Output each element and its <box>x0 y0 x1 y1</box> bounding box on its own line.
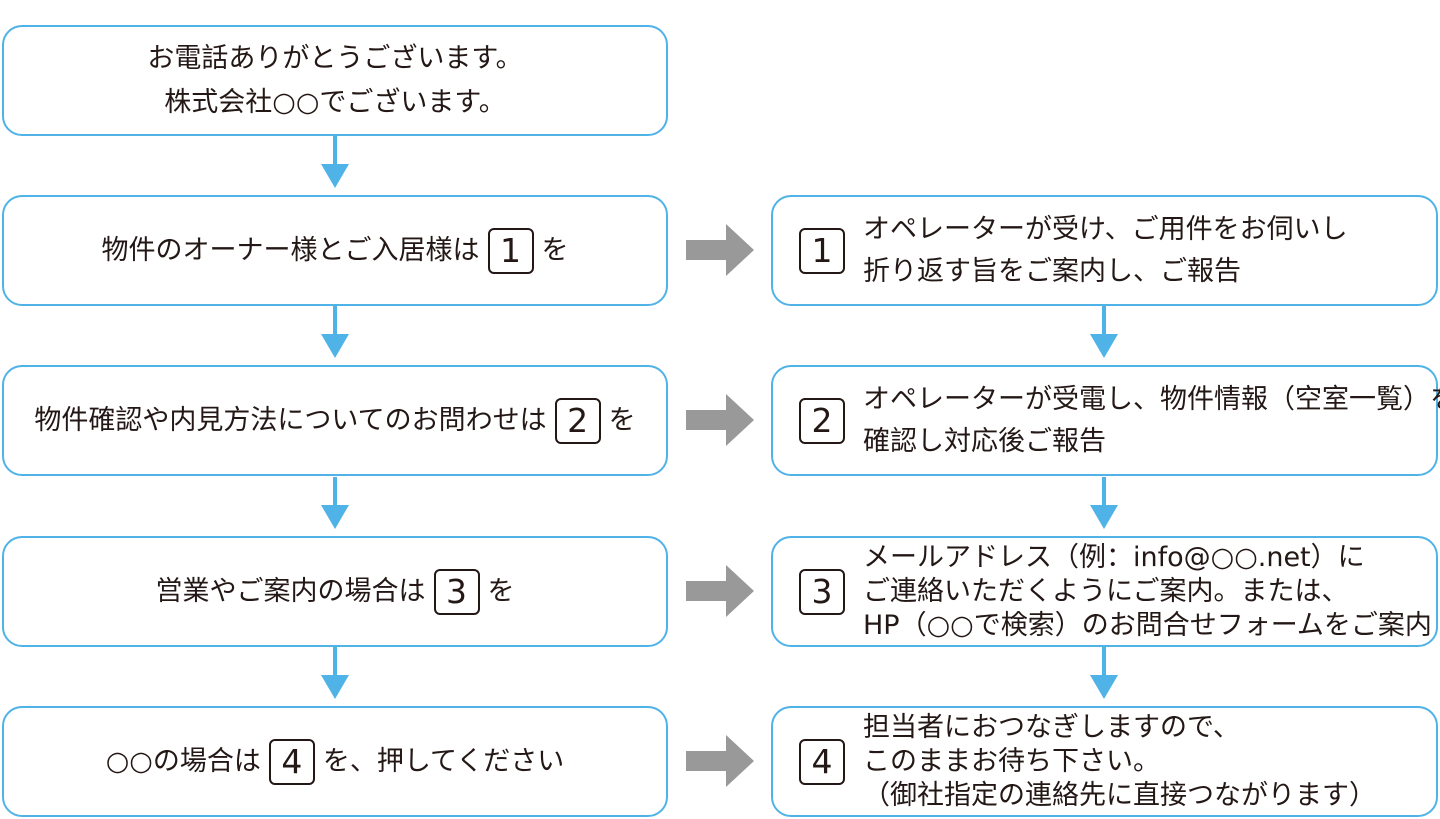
response-1-line-2: 折り返す旨をご案内し、ご報告 <box>863 255 1241 287</box>
response-3-line-2: ご連絡いただくようにご案内。または、 <box>863 575 1349 607</box>
greeting-line-1: お電話ありがとうございます。 <box>147 42 523 74</box>
option-2-prefix: 物件確認や内見方法についてのお問わせは <box>34 404 547 436</box>
option-2-box: 物件確認や内見方法についてのお問わせは 2 を <box>2 365 668 476</box>
option-4-suffix: を、押してください <box>322 745 565 777</box>
option-2-suffix: を <box>608 404 636 436</box>
response-2-badge: 2 <box>799 397 845 444</box>
down-arrow-icon <box>1090 306 1118 358</box>
response-4-text: 担当者におつなぎしますので、 このままお待ち下さい。 （御社指定の連絡先に直接つ… <box>863 711 1376 813</box>
option-4-text: ○○の場合は 4 を、押してください <box>105 738 565 785</box>
response-1-line-1: オペレーターが受け、ご用件をお伺いし <box>863 213 1348 245</box>
response-4-line-2: このままお待ち下さい。 <box>863 745 1160 777</box>
response-4-line-1: 担当者におつなぎしますので、 <box>863 711 1240 743</box>
response-2-box: 2 オペレーターが受電し、物件情報（空室一覧）を 確認し対応後ご報告 <box>771 365 1440 476</box>
response-1-box: 1 オペレーターが受け、ご用件をお伺いし 折り返す旨をご案内し、ご報告 <box>771 195 1438 306</box>
option-1-box: 物件のオーナー様とご入居様は 1 を <box>2 195 668 306</box>
option-1-suffix: を <box>541 234 569 266</box>
right-arrow-icon <box>686 565 754 617</box>
greeting-text: お電話ありがとうございます。 株式会社○○でございます。 <box>147 37 522 125</box>
option-3-prefix: 営業やご案内の場合は <box>155 575 426 607</box>
option-4-box: ○○の場合は 4 を、押してください <box>2 706 668 817</box>
key-4-badge: 4 <box>268 738 315 785</box>
response-2-text: オペレーターが受電し、物件情報（空室一覧）を 確認し対応後ご報告 <box>863 379 1440 463</box>
response-1-badge: 1 <box>799 227 845 274</box>
down-arrow-icon <box>321 306 349 358</box>
option-2-text: 物件確認や内見方法についてのお問わせは 2 を <box>34 397 636 444</box>
down-arrow-icon <box>1090 647 1118 699</box>
response-3-badge: 3 <box>799 568 845 615</box>
response-4-box: 4 担当者におつなぎしますので、 このままお待ち下さい。 （御社指定の連絡先に直… <box>771 706 1438 817</box>
down-arrow-icon <box>321 477 349 529</box>
response-3-text: メールアドレス（例：info@○○.net）に ご連絡いただくようにご案内。また… <box>863 541 1432 643</box>
down-arrow-icon <box>1090 477 1118 529</box>
down-arrow-icon <box>321 136 349 188</box>
response-3-line-3: HP（○○で検索）のお問合せフォームをご案内 <box>863 609 1432 641</box>
response-3-line-1: メールアドレス（例：info@○○.net）に <box>863 541 1365 573</box>
option-3-text: 営業やご案内の場合は 3 を <box>155 568 515 615</box>
key-1-badge: 1 <box>487 227 534 274</box>
option-3-suffix: を <box>487 575 515 607</box>
key-2-badge: 2 <box>554 397 601 444</box>
response-3-box: 3 メールアドレス（例：info@○○.net）に ご連絡いただくようにご案内。… <box>771 536 1438 647</box>
right-arrow-icon <box>686 394 754 446</box>
response-1-text: オペレーターが受け、ご用件をお伺いし 折り返す旨をご案内し、ご報告 <box>863 209 1348 293</box>
greeting-box: お電話ありがとうございます。 株式会社○○でございます。 <box>2 25 668 136</box>
option-1-text: 物件のオーナー様とご入居様は 1 を <box>101 227 569 274</box>
option-1-prefix: 物件のオーナー様とご入居様は <box>101 234 480 266</box>
right-arrow-icon <box>686 224 754 276</box>
right-arrow-icon <box>686 735 754 787</box>
response-2-line-1: オペレーターが受電し、物件情報（空室一覧）を <box>863 383 1440 415</box>
key-3-badge: 3 <box>433 568 480 615</box>
response-4-line-3: （御社指定の連絡先に直接つながります） <box>863 779 1376 811</box>
option-4-prefix: ○○の場合は <box>105 745 261 777</box>
response-2-line-2: 確認し対応後ご報告 <box>863 425 1106 457</box>
response-4-badge: 4 <box>799 738 845 785</box>
greeting-line-2: 株式会社○○でございます。 <box>164 86 506 118</box>
option-3-box: 営業やご案内の場合は 3 を <box>2 536 668 647</box>
down-arrow-icon <box>321 647 349 699</box>
